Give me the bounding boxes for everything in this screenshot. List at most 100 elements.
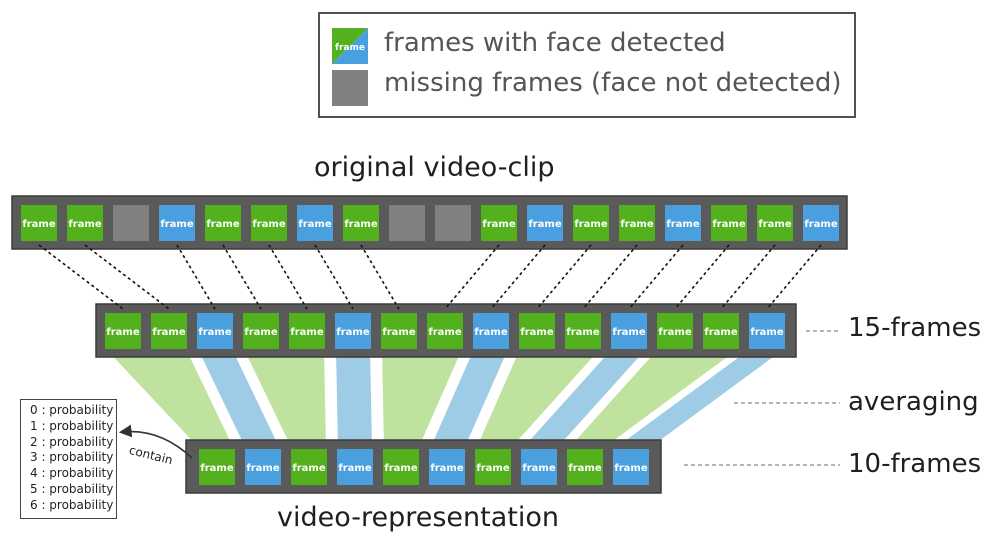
frame-label: frame (704, 327, 737, 338)
averaging-band (476, 349, 600, 449)
probability-item: 3 : probability (30, 450, 114, 465)
original-frame (205, 205, 241, 241)
sampling-link (490, 244, 546, 310)
averaging-band (568, 349, 738, 449)
sampling-link (314, 244, 354, 310)
frame-label: frame (344, 219, 377, 230)
original-clip-bar (11, 195, 848, 250)
representation-frame (567, 449, 603, 485)
sampled-frame (105, 313, 141, 349)
frame-label: frame (152, 327, 185, 338)
averaging-band (244, 349, 326, 449)
frame-label: frame (658, 327, 691, 338)
frame-label: frame (290, 327, 323, 338)
legend-swatch-text: frame (335, 43, 365, 53)
representation-frame (521, 449, 557, 485)
sampled-frame (335, 313, 371, 349)
original-frame (389, 205, 425, 241)
sampled-frame (243, 313, 279, 349)
frame-label: frame (384, 463, 417, 474)
representation-frame (245, 449, 281, 485)
probability-item: 6 : probability (30, 497, 114, 512)
legend-swatch-detected-graphic: frame (332, 28, 368, 64)
sampling-link (628, 244, 684, 310)
legend-detected-label: frames with face detected (384, 28, 726, 58)
probability-item: 1 : probability (30, 418, 114, 433)
original-frame (343, 205, 379, 241)
sampling-link (766, 244, 822, 310)
sampling-link (444, 244, 500, 310)
original-frame (481, 205, 517, 241)
frame-label: frame (382, 327, 415, 338)
original-frame (67, 205, 103, 241)
contain-arrow (118, 424, 193, 459)
frame-label: frame (200, 463, 233, 474)
original-frame (435, 205, 471, 241)
representation-frame (383, 449, 419, 485)
original-frame (573, 205, 609, 241)
frame-label: frame (528, 219, 561, 230)
frame-label: frame (206, 219, 239, 230)
frame-label: frame (712, 219, 745, 230)
label-10-frames: 10-frames (848, 449, 982, 479)
frame-label: frame (106, 327, 139, 338)
probability-item: 0 : probability (30, 403, 114, 417)
representation-frame (475, 449, 511, 485)
frame-label: frame (474, 327, 507, 338)
legend: frame frames with face detected missing … (318, 12, 856, 118)
frame-label: frame (522, 463, 555, 474)
frame-label: frame (750, 327, 783, 338)
original-frame (619, 205, 655, 241)
probability-item: 5 : probability (30, 481, 114, 496)
frame-label: frame (68, 219, 101, 230)
frame-label: frame (338, 463, 371, 474)
sampling-link (38, 244, 124, 310)
representation-frame (613, 449, 649, 485)
sampling-link (720, 244, 776, 310)
averaging-band (382, 349, 462, 449)
frame-label: frame (292, 463, 325, 474)
original-frame (251, 205, 287, 241)
probability-list: 0 : probability 1 : probability 2 : prob… (20, 399, 117, 519)
diagram-title: original video-clip (314, 152, 555, 183)
original-frame (803, 205, 839, 241)
sampling-link (268, 244, 308, 310)
representation-frame (199, 449, 235, 485)
representation-frame (291, 449, 327, 485)
sampled-frame (519, 313, 555, 349)
frame-label: frame (428, 327, 461, 338)
sampling-link (176, 244, 216, 310)
frame-label: frame (574, 219, 607, 230)
sampled-frame (473, 313, 509, 349)
original-frame (297, 205, 333, 241)
frame-label: frame (476, 463, 509, 474)
original-frame (21, 205, 57, 241)
frame-label: frame (298, 219, 331, 230)
original-frame (159, 205, 195, 241)
sampled-frame (611, 313, 647, 349)
sampling-link (360, 244, 400, 310)
frame-label: frame (568, 463, 601, 474)
probability-item: 2 : probability (30, 434, 114, 449)
label-video-representation: video-representation (277, 502, 560, 533)
sampled-frame (289, 313, 325, 349)
sampling-link (674, 244, 730, 310)
averaging-band (336, 349, 372, 449)
frame-label: frame (520, 327, 553, 338)
original-frame (665, 205, 701, 241)
averaging-band (198, 349, 280, 449)
frame-label: frame (22, 219, 55, 230)
sampled-frame (749, 313, 785, 349)
sampled-frame (381, 313, 417, 349)
sampled-frame (565, 313, 601, 349)
legend-swatch-detected: frame (332, 28, 368, 64)
sampling-link (222, 244, 262, 310)
averaging-band (614, 349, 784, 449)
legend-swatch-missing (332, 70, 368, 106)
original-frame (527, 205, 563, 241)
frame-label: frame (430, 463, 463, 474)
frame-label: frame (482, 219, 515, 230)
label-15-frames: 15-frames (848, 313, 982, 343)
frame-label: frame (160, 219, 193, 230)
label-averaging: averaging (848, 387, 979, 417)
